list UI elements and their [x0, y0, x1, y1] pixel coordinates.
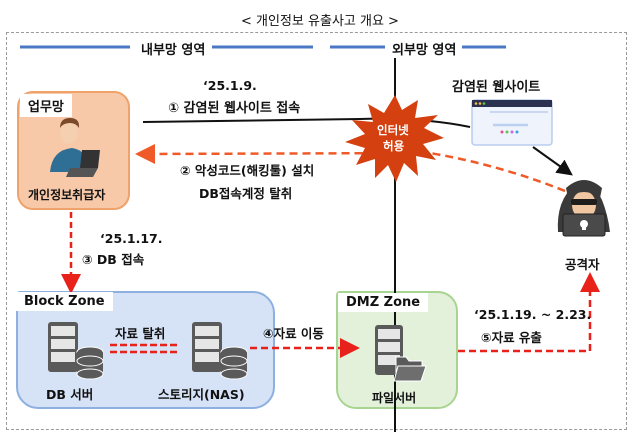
personal-info-handler-label: 개인정보취급자	[28, 188, 106, 202]
block-zone-label: Block Zone	[16, 292, 113, 311]
nas-storage-icon	[192, 322, 248, 380]
personal-info-handler-icon	[50, 118, 100, 177]
db-server-icon	[48, 322, 104, 380]
step2-label-2: DB접속계정 탈취	[199, 186, 293, 201]
work-network-label: 업무망	[20, 94, 72, 117]
step3-label: ③ DB 접속	[82, 252, 145, 267]
internet-badge-line2: 허용	[383, 139, 405, 153]
infected-website-label: 감염된 웹사이트	[452, 80, 541, 95]
step5-arrow	[458, 272, 600, 353]
dmz-zone-label: DMZ Zone	[338, 293, 429, 312]
db-server-label: DB 서버	[46, 387, 94, 402]
nas-storage-label: 스토리지(NAS)	[158, 387, 245, 402]
diagram-frame	[6, 32, 627, 430]
step3-date: ‘25.1.17.	[100, 231, 163, 246]
file-server-icon	[375, 325, 427, 382]
step5-label: ⑤자료 유출	[481, 330, 542, 345]
diagram-title: < 개인정보 유출사고 개요 >	[241, 14, 399, 29]
website-to-attacker-arrow	[532, 146, 573, 176]
attacker-label: 공격자	[565, 257, 600, 272]
external-region-label: 외부망 영역	[388, 39, 461, 58]
step4-label: ④자료 이동	[263, 326, 324, 341]
internet-badge-line1: 인터넷	[377, 123, 409, 137]
internal-region-label: 내부망 영역	[137, 39, 210, 58]
theft-label: 자료 탈취	[115, 326, 166, 341]
step2-arrow	[135, 143, 566, 193]
internet-starburst	[345, 95, 444, 182]
step5-date: ‘25.1.19. ~ 2.23.	[474, 307, 592, 322]
attacker-icon	[557, 180, 610, 237]
file-server-label: 파일서버	[372, 391, 417, 405]
step2-label: ② 악성코드(해킹툴) 설치	[180, 163, 315, 178]
step1-label: ① 감염된 웹사이트 접속	[168, 101, 301, 116]
browser-window-icon	[471, 99, 553, 146]
step1-date: ‘25.1.9.	[203, 78, 257, 93]
